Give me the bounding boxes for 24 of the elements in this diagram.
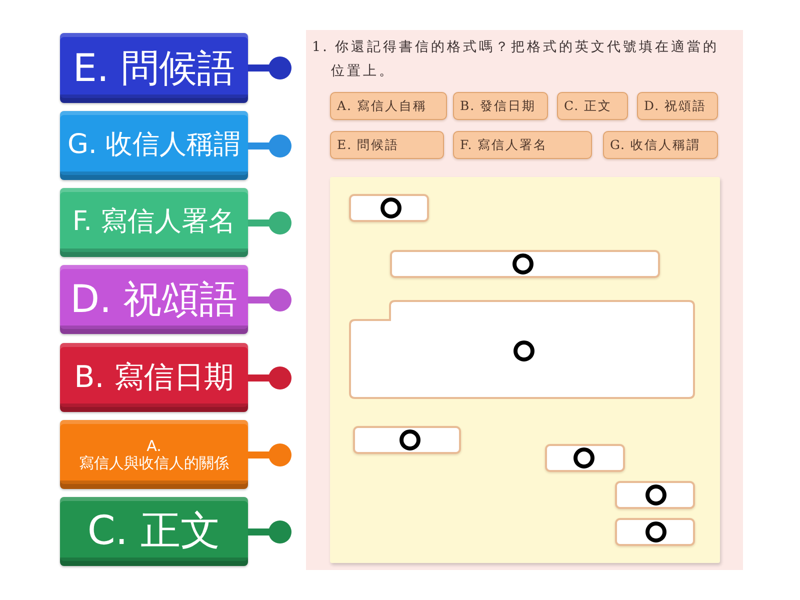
option-tag: A. 寫信人自稱 [330, 92, 447, 120]
option-tag: G. 收信人稱謂 [603, 131, 718, 159]
label-card: C. 正文 [60, 497, 248, 566]
label-card: A. 寫信人與收信人的關係 [60, 420, 248, 489]
label-card: D. 祝頌語 [60, 265, 248, 334]
option-tag: D. 祝頌語 [637, 92, 718, 120]
label-card: E. 問候語 [60, 33, 248, 103]
answer-box [390, 250, 660, 278]
label-card: F. 寫信人署名 [60, 188, 248, 257]
answer-box [545, 444, 625, 472]
answer-box [615, 518, 695, 546]
answer-box [615, 481, 695, 509]
answer-box [353, 426, 461, 454]
instruction-text: 1. 你還記得書信的格式嗎？把格式的英文代號填在適當的位置上。 [312, 38, 720, 81]
option-tag: F. 寫信人署名 [453, 131, 592, 159]
answer-box [349, 300, 695, 399]
label-card: B. 寫信日期 [60, 343, 248, 412]
label-card: G. 收信人稱謂 [60, 111, 248, 180]
letter-panel [330, 177, 720, 563]
option-tag: B. 發信日期 [453, 92, 548, 120]
option-tag: E. 問候語 [330, 131, 444, 159]
answer-box [349, 194, 429, 222]
option-tag: C. 正文 [557, 92, 628, 120]
worksheet-panel [306, 30, 743, 570]
